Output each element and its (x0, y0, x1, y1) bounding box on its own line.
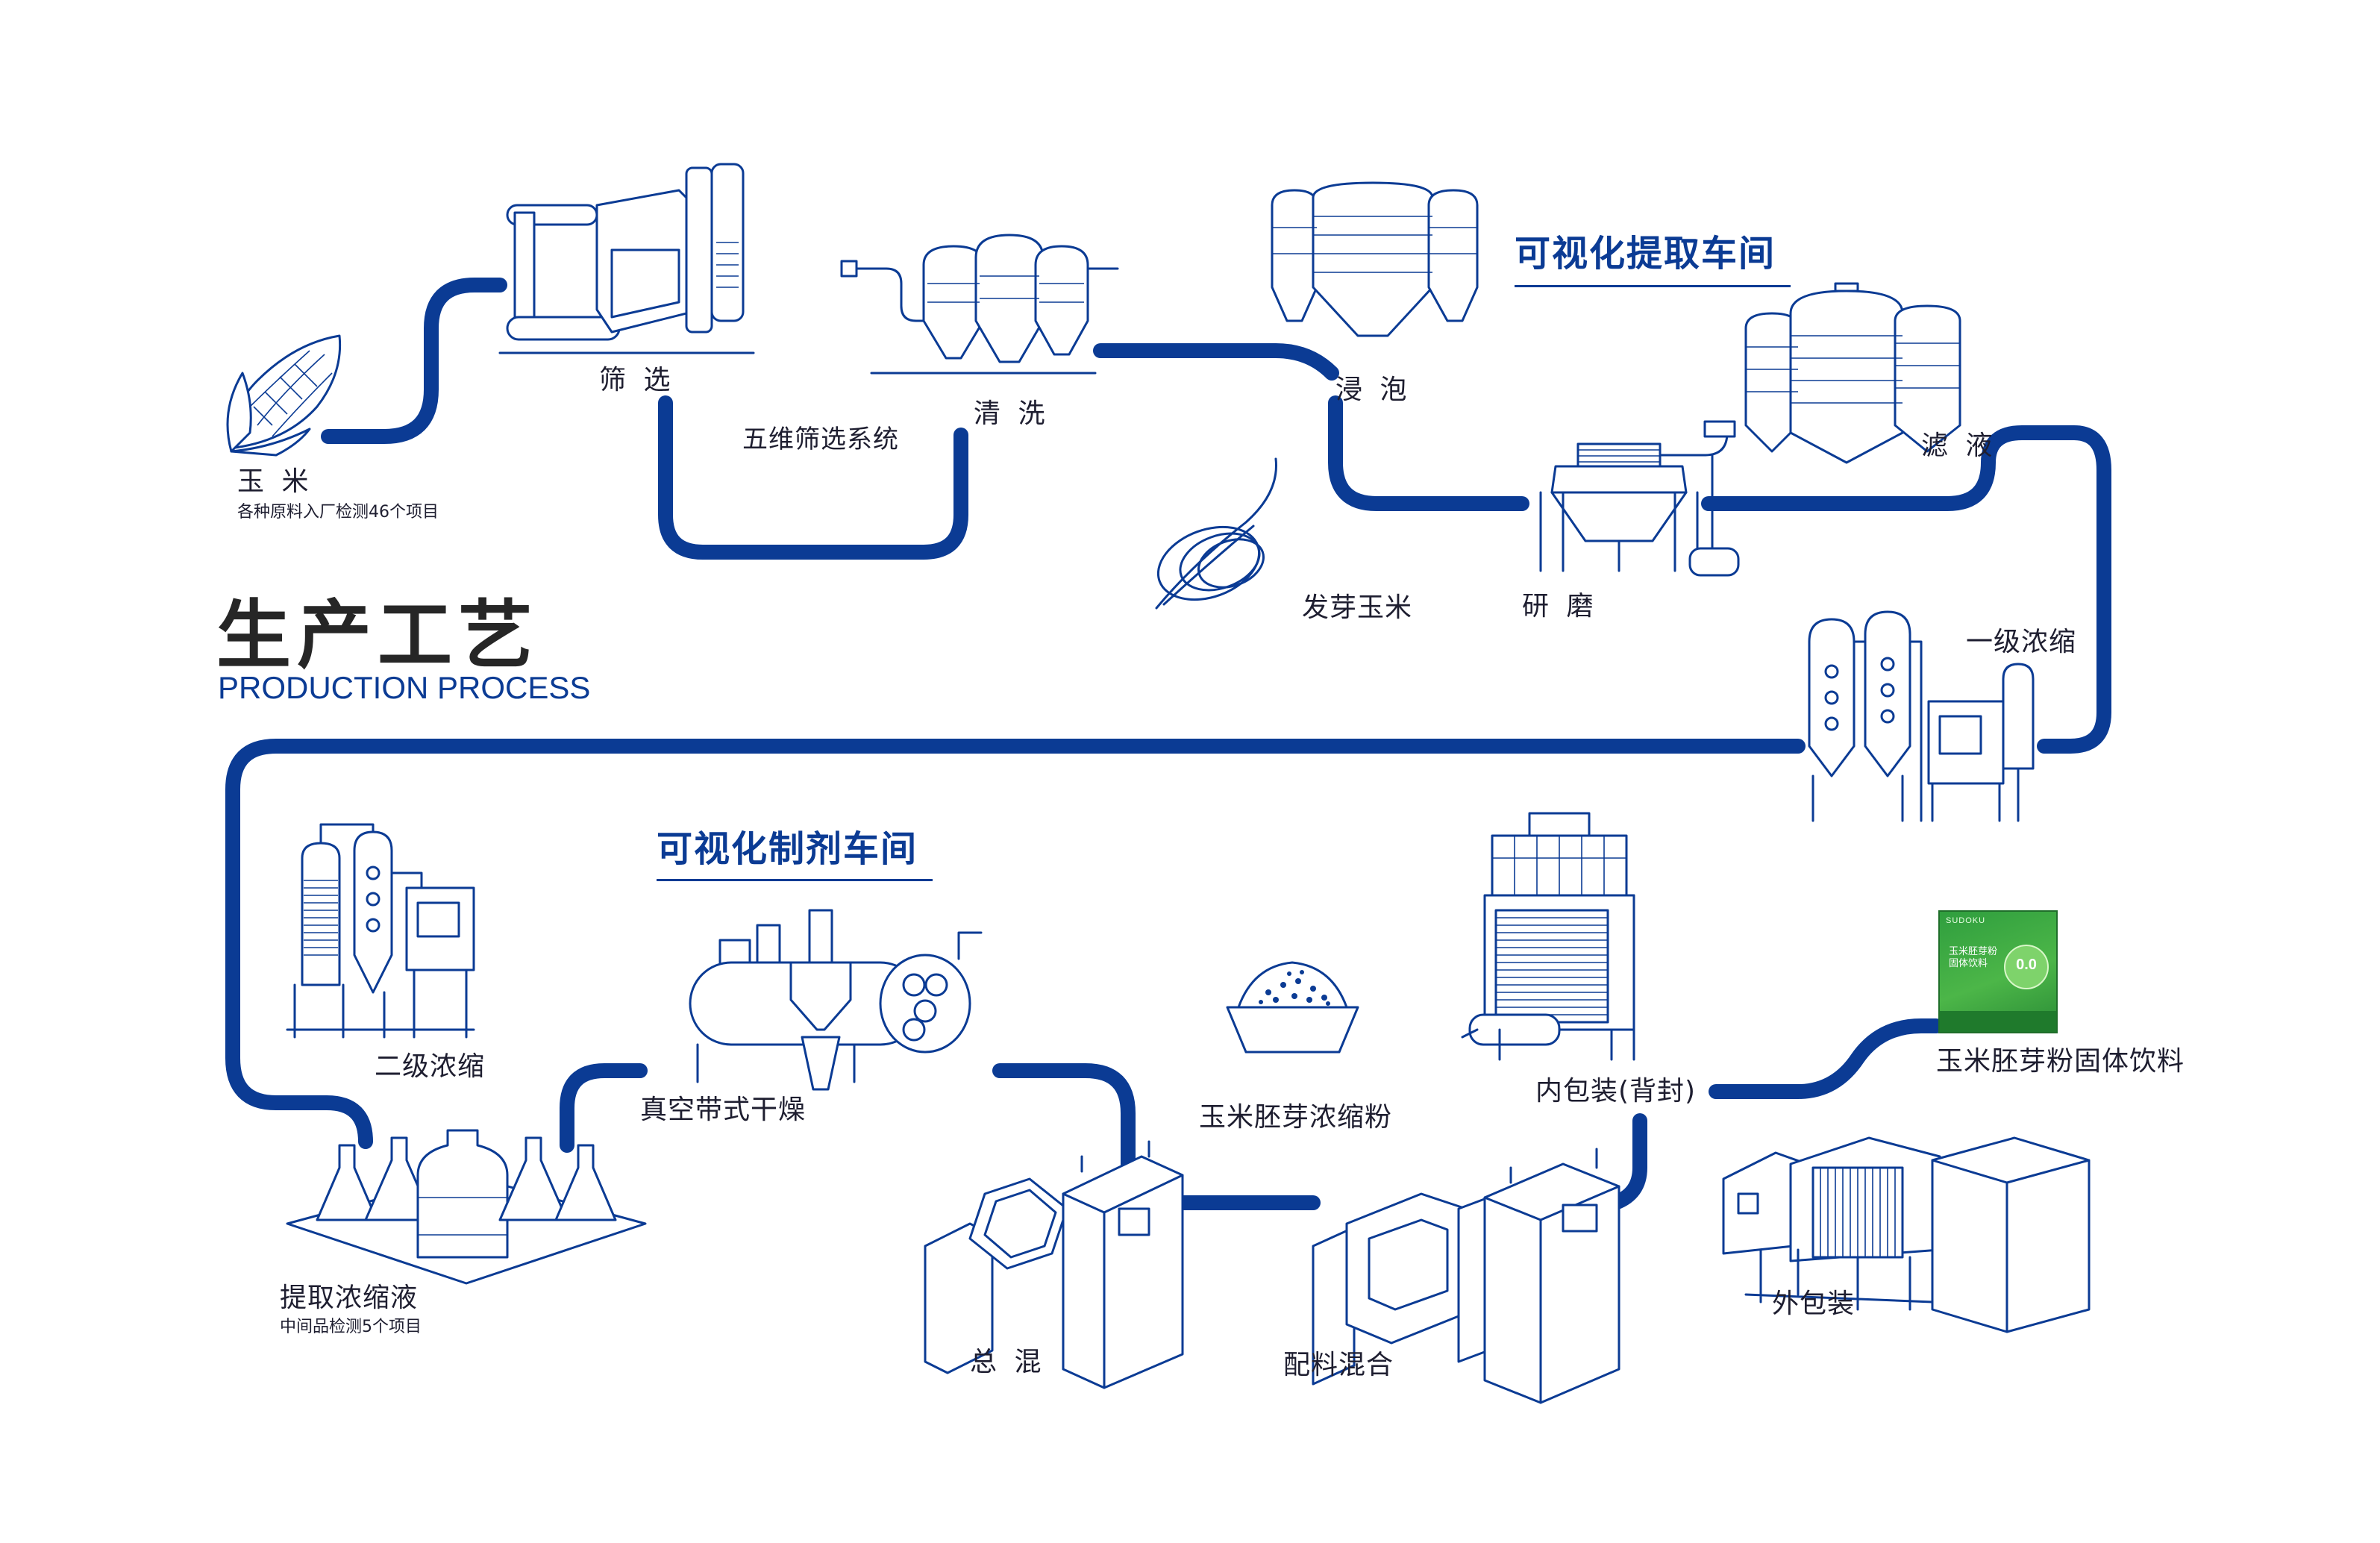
pack-badge-text: 0.0 (2016, 957, 2037, 973)
filtrate-label: 滤 液 (1921, 431, 1997, 461)
dryer-icon (675, 909, 983, 1104)
sprouted-corn-label: 发芽玉米 (1302, 592, 1413, 623)
warehouse-icon (1716, 1136, 2104, 1343)
product-package: SUDOKU 玉米胚芽粉 固体饮料 0.0 (1938, 910, 2058, 1033)
grinder-icon (1526, 420, 1746, 612)
primary-concentration-label: 一级浓缩 (1966, 627, 2077, 657)
corn-icon (213, 321, 354, 463)
filter-tank-icon (1742, 282, 1966, 464)
soaking-label: 浸 泡 (1335, 375, 1412, 405)
preparation-workshop-title: 可视化制剂车间 (657, 828, 918, 870)
grinding-label: 研 磨 (1522, 591, 1598, 622)
extract-concentrate-note: 中间品检测5个项目 (280, 1318, 422, 1336)
secondary-concentration-label: 二级浓缩 (375, 1051, 486, 1082)
five-dim-screening-label: 五维筛选系统 (742, 425, 899, 454)
batch-mixer-icon (1309, 1148, 1623, 1406)
primary-evaporator-icon (1798, 597, 2044, 822)
extract-concentrate-label: 提取浓缩液 (280, 1283, 419, 1313)
soaking-silo-icon (1268, 181, 1481, 343)
vacuum-belt-drying-label: 真空带式干燥 (640, 1095, 807, 1125)
corn-label: 玉 米 (237, 466, 313, 497)
washing-label: 清 洗 (974, 398, 1050, 429)
pack-brand-text: SUDOKU (1946, 916, 1986, 925)
total-mixer-icon (924, 1140, 1184, 1389)
powder-bowl-icon (1224, 951, 1362, 1056)
flask-icon (286, 1129, 647, 1285)
packing-machine-icon (1461, 812, 1656, 1078)
screening-label: 筛 选 (599, 365, 675, 395)
extraction-workshop-title: 可视化提取车间 (1515, 233, 1776, 275)
pack-badge: 0.0 (2004, 945, 2049, 989)
pack-stripe (1940, 1011, 2056, 1032)
sprout-icon (1149, 451, 1298, 619)
preparation-title-underline (657, 879, 933, 881)
inner-packaging-label: 内包装(背封) (1535, 1076, 1697, 1107)
outer-packaging-label: 外包装 (1772, 1289, 1856, 1319)
batch-mixing-label: 配料混合 (1283, 1350, 1394, 1380)
corn-note: 各种原料入厂检测46个项目 (237, 503, 439, 522)
screening-machine-icon (498, 160, 755, 362)
total-mixing-label: 总 混 (970, 1347, 1046, 1377)
extraction-title-underline (1515, 285, 1791, 287)
main-title: 生产工艺 (216, 592, 539, 679)
main-subtitle: PRODUCTION PROCESS (218, 670, 591, 705)
germ-powder-label: 玉米胚芽浓缩粉 (1199, 1102, 1393, 1133)
final-product-label: 玉米胚芽粉固体饮料 (1936, 1046, 2185, 1077)
pack-name-text: 玉米胚芽粉 固体饮料 (1949, 946, 1998, 969)
secondary-evaporator-icon (272, 821, 489, 1045)
washing-silo-icon (840, 224, 1125, 384)
